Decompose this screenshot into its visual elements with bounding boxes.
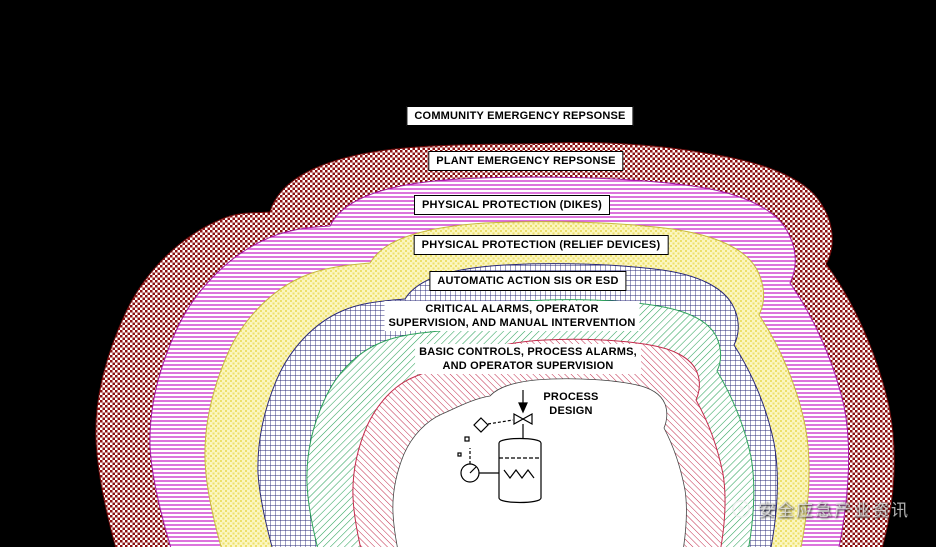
gauge-needle (469, 466, 477, 474)
valve-icon (513, 412, 533, 426)
layer-label-community-emergency-response: COMMUNITY EMERGENCY REPSONSE (406, 106, 634, 126)
instrument-mark (464, 436, 470, 442)
vessel-icon (498, 437, 542, 504)
watermark: 安全应急产业资讯 (732, 496, 910, 521)
vessel-coil (503, 469, 535, 479)
layer-label-critical-alarms: CRITICAL ALARMS, OPERATOR SUPERVISION, A… (384, 301, 640, 331)
instrument-mark (457, 452, 462, 457)
layer-label-basic-controls: BASIC CONTROLS, PROCESS ALARMS, AND OPER… (415, 344, 641, 374)
process-sketch (457, 390, 542, 504)
layer-label-plant-emergency-response: PLANT EMERGENCY REPSONSE (428, 151, 624, 171)
watermark-text: 安全应急产业资讯 (758, 501, 910, 520)
signal-line (487, 419, 514, 425)
layer-label-automatic-action-sis-or-esd: AUTOMATIC ACTION SIS OR ESD (429, 271, 627, 291)
diamond-instrument-icon (473, 417, 489, 433)
layer-label-physical-protection-relief-devices: PHYSICAL PROTECTION (RELIEF DEVICES) (413, 235, 669, 255)
watermark-logo-icon (732, 499, 750, 518)
layer-label-process-design: PROCESS DESIGN (543, 391, 599, 417)
flow-arrowhead-icon (518, 402, 528, 414)
layer-label-physical-protection-dikes: PHYSICAL PROTECTION (DIKES) (414, 195, 610, 215)
